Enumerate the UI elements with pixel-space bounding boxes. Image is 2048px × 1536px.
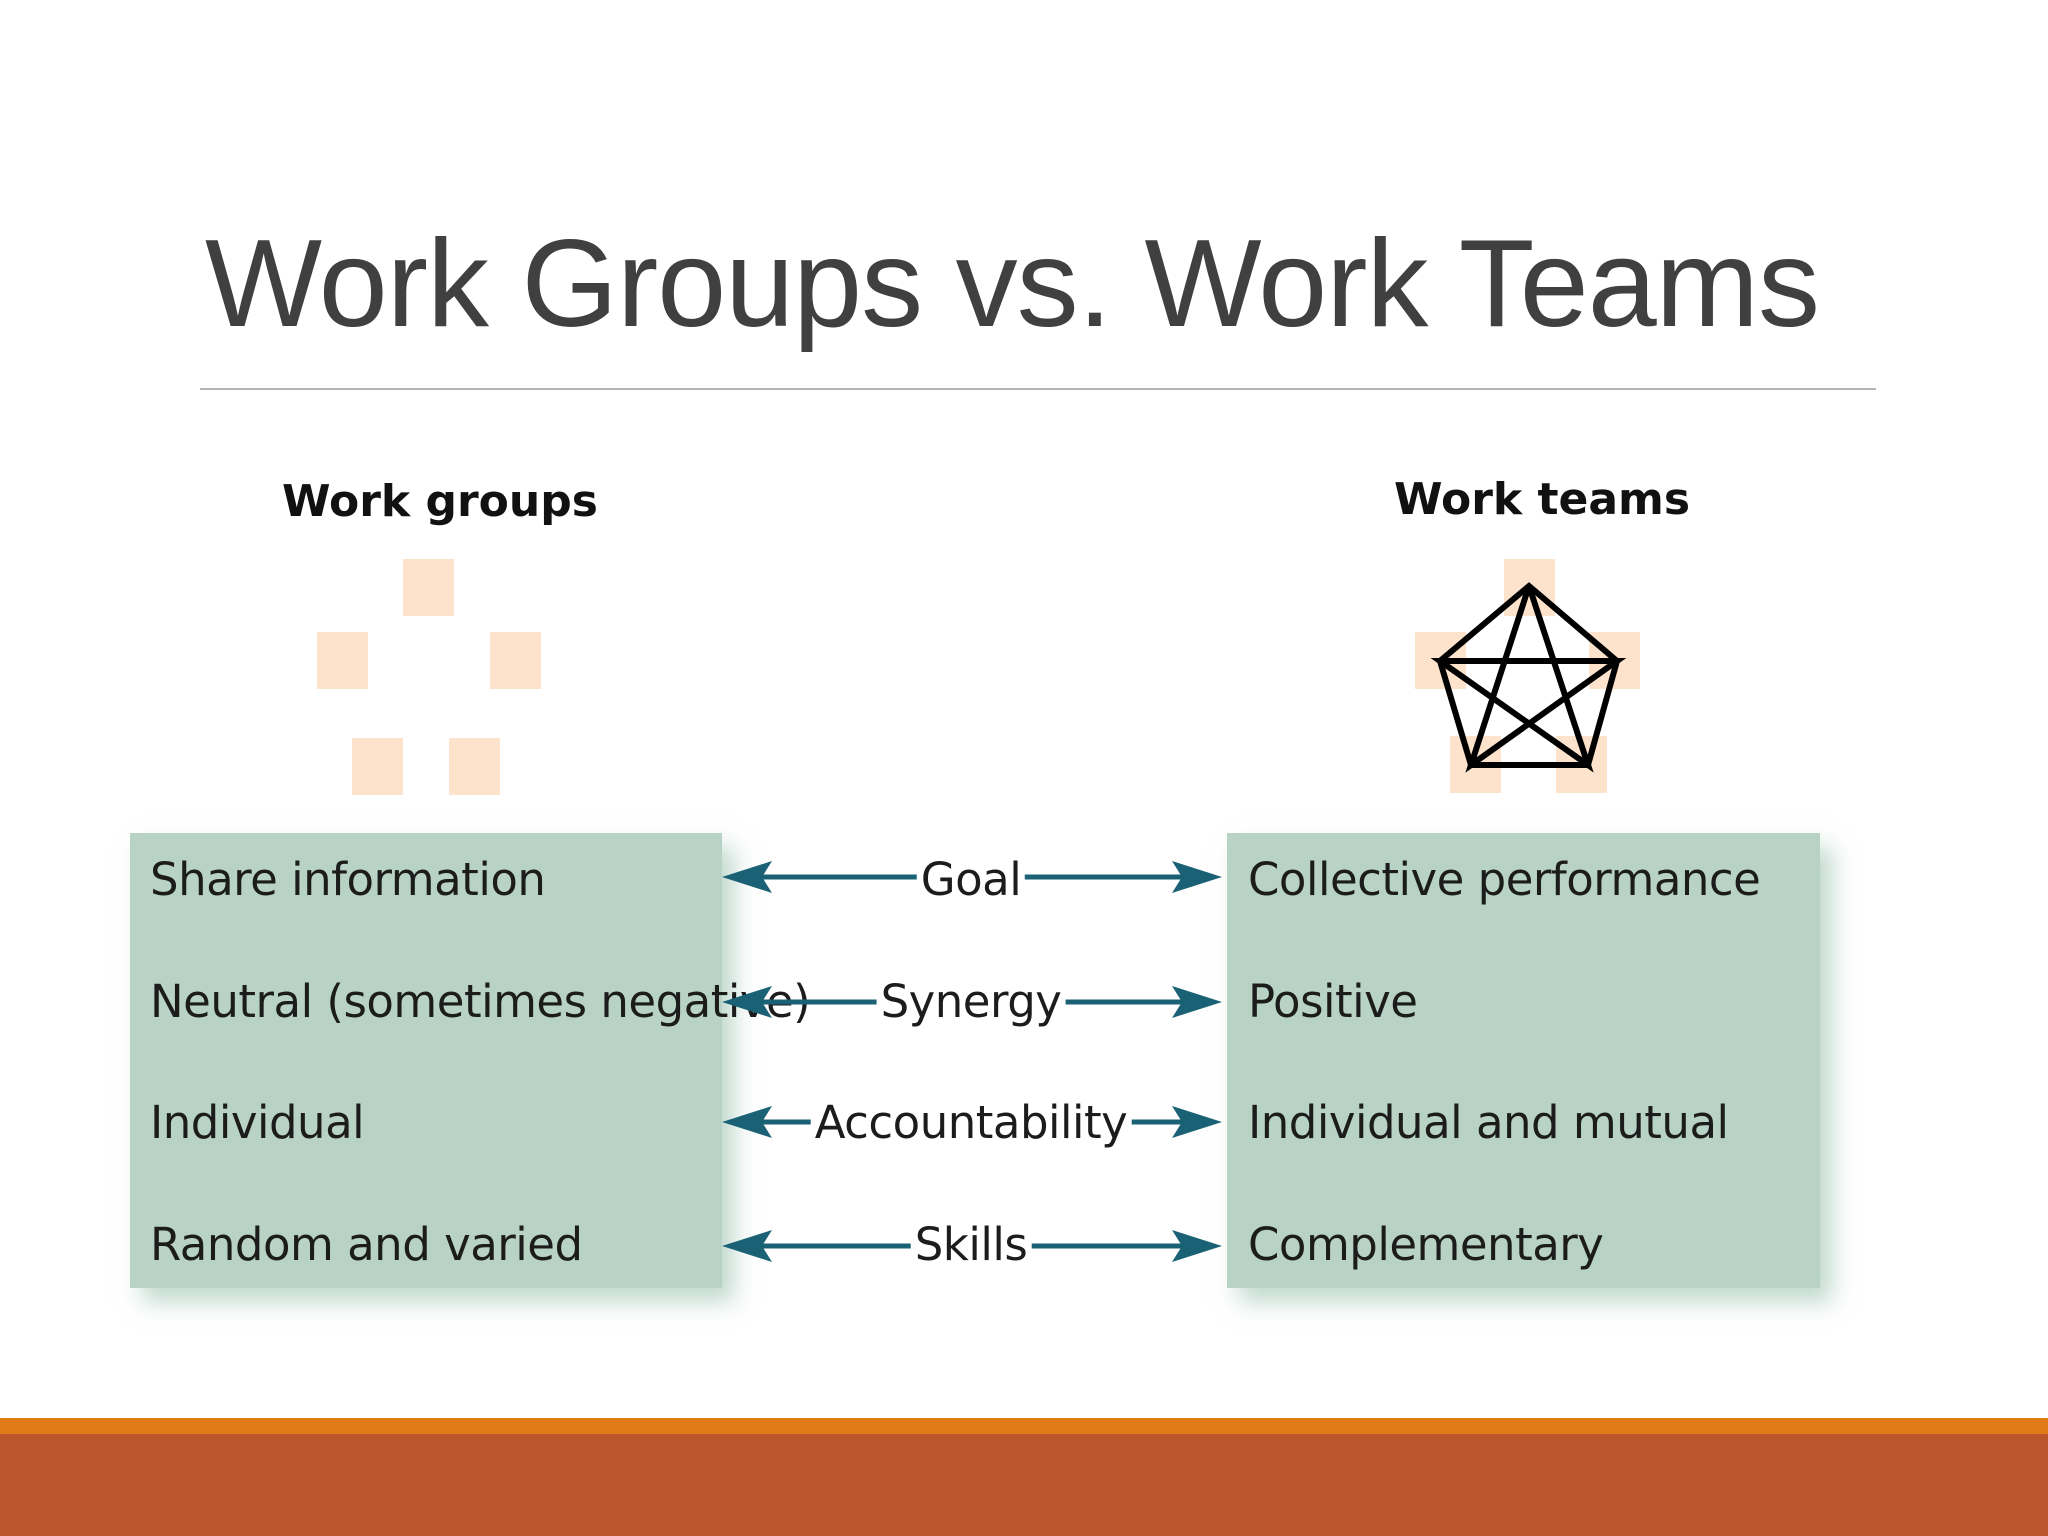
groups-accountability-cell: Individual — [150, 1096, 365, 1149]
skills-label: Skills — [910, 1222, 1032, 1267]
groups-synergy-cell: Neutral (sometimes negative) — [150, 975, 811, 1028]
title-divider — [200, 388, 1876, 390]
goal-label: Goal — [916, 857, 1026, 902]
teams-goal-cell: Collective performance — [1248, 853, 1761, 906]
group-member-square — [317, 632, 368, 689]
teams-accountability-cell: Individual and mutual — [1248, 1096, 1729, 1149]
synergy-label: Synergy — [876, 979, 1066, 1024]
teams-skills-cell: Complementary — [1248, 1218, 1604, 1271]
group-member-square — [403, 559, 454, 616]
accountability-label: Accountability — [810, 1100, 1132, 1145]
work-groups-heading: Work groups — [282, 476, 598, 527]
teams-synergy-cell: Positive — [1248, 975, 1418, 1028]
work-groups-panel — [130, 833, 722, 1288]
groups-goal-cell: Share information — [150, 853, 546, 906]
work-teams-heading: Work teams — [1394, 474, 1691, 525]
accent-band-top — [0, 1418, 2048, 1434]
slide-title: Work Groups vs. Work Teams — [205, 215, 1820, 353]
work-teams-panel — [1227, 833, 1820, 1288]
groups-skills-cell: Random and varied — [150, 1218, 583, 1271]
accent-band-bottom — [0, 1434, 2048, 1536]
group-member-square — [352, 738, 403, 795]
group-member-square — [449, 738, 500, 795]
group-member-square — [490, 632, 541, 689]
